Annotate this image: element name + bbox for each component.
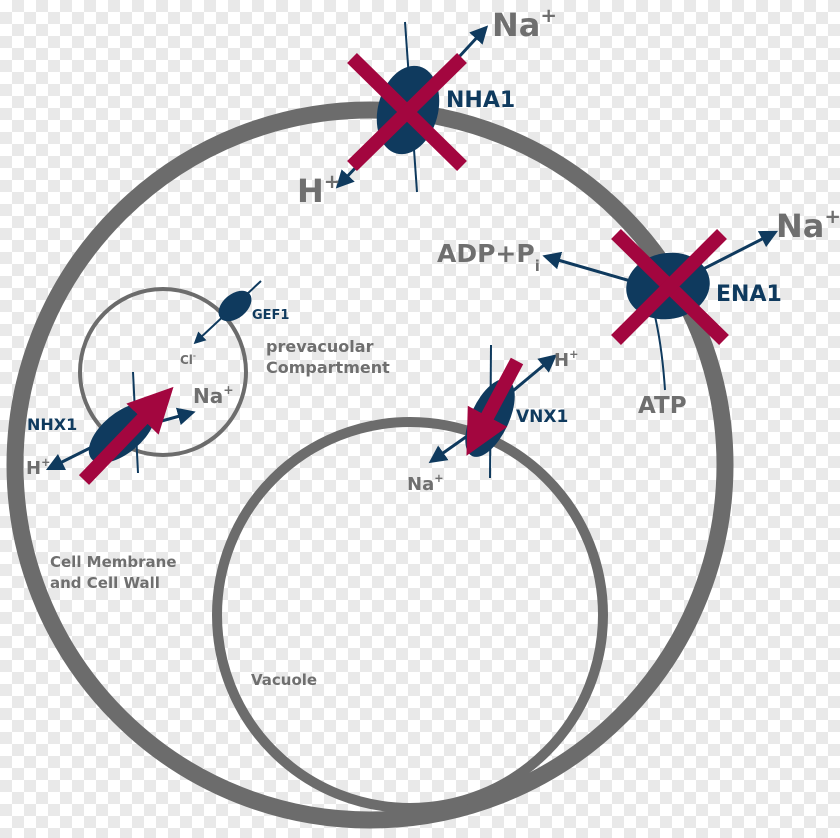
label-na-plus-right: Na+: [776, 205, 840, 245]
vnx1-direction-arrow: [466, 357, 524, 456]
label-nha1: NHA1: [446, 88, 515, 113]
label-h-plus-nhx1: H+: [26, 456, 50, 479]
ena1-transporter: [542, 230, 779, 391]
label-na-plus-top: Na+: [492, 4, 557, 44]
label-adp-pi: ADP+Pi: [437, 239, 540, 275]
label-h-plus-vnx1: H+: [554, 348, 578, 371]
label-vnx1: VNX1: [516, 407, 568, 427]
nhx1-direction-arrow: [78, 386, 174, 485]
ena1-inhibition-cross: [611, 229, 729, 345]
gef1-protein: [218, 290, 252, 322]
nha1-inhibition-cross: [347, 53, 467, 171]
label-nhx1: NHX1: [27, 415, 77, 434]
label-na-plus-vnx1: Na+: [407, 472, 444, 495]
label-cl-minus: Cl-: [180, 351, 196, 367]
label-vacuole: Vacuole: [251, 671, 317, 689]
label-prevacuolar-compartment: prevacuolar Compartment: [266, 337, 390, 377]
label-cell-membrane-and-cell-wall: Cell Membrane and Cell Wall: [50, 553, 182, 592]
prevacuolar-compartment-membrane: [78, 287, 248, 457]
label-h-plus-top: H+: [297, 170, 340, 210]
atp-line-ena1: [653, 311, 666, 391]
gef1-channel: [193, 280, 262, 345]
cell-membrane: [6, 101, 734, 829]
label-atp: ATP: [638, 393, 687, 419]
vnx1-exchanger: [428, 344, 557, 479]
vacuole-membrane: [212, 417, 608, 813]
nhx1-exchanger: [45, 371, 196, 485]
label-na-plus-nhx1: Na+: [193, 382, 234, 408]
label-gef1: GEF1: [252, 308, 289, 323]
label-ena1: ENA1: [716, 282, 782, 307]
